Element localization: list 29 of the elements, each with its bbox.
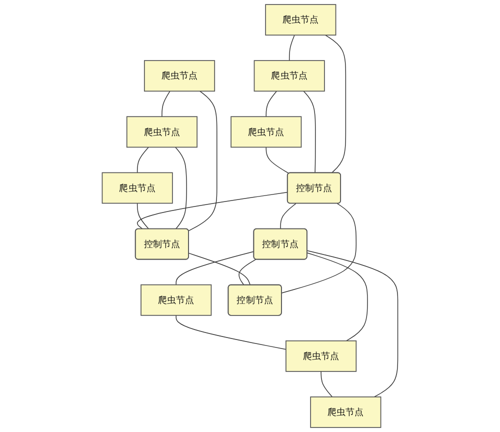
connector xyxy=(136,192,288,230)
connector xyxy=(280,203,296,230)
node-box: 爬虫节点 xyxy=(144,60,216,92)
connector xyxy=(136,146,149,174)
node-box: 爬虫节点 xyxy=(265,4,336,36)
connector xyxy=(238,259,256,286)
node-box: 爬虫节点 xyxy=(126,116,198,148)
connector xyxy=(176,315,286,350)
connector xyxy=(136,202,150,230)
connector xyxy=(306,250,398,398)
node-box: 爬虫节点 xyxy=(254,60,325,92)
connector xyxy=(303,90,316,174)
connector xyxy=(188,252,251,286)
node-box: 爬虫节点 xyxy=(310,396,382,428)
connector xyxy=(281,203,357,294)
connector xyxy=(320,371,333,398)
node-box: 爬虫节点 xyxy=(286,340,357,372)
connector xyxy=(324,34,346,174)
connector xyxy=(188,90,218,232)
connector xyxy=(176,251,254,286)
connector xyxy=(266,146,290,174)
connector xyxy=(266,90,278,117)
connector xyxy=(162,90,170,117)
connector xyxy=(175,146,187,230)
node-box: 爬虫节点 xyxy=(140,284,212,316)
connector xyxy=(306,252,368,342)
connector xyxy=(288,34,295,61)
node-box: 爬虫节点 xyxy=(230,116,302,148)
node-box: 爬虫节点 xyxy=(102,172,173,204)
